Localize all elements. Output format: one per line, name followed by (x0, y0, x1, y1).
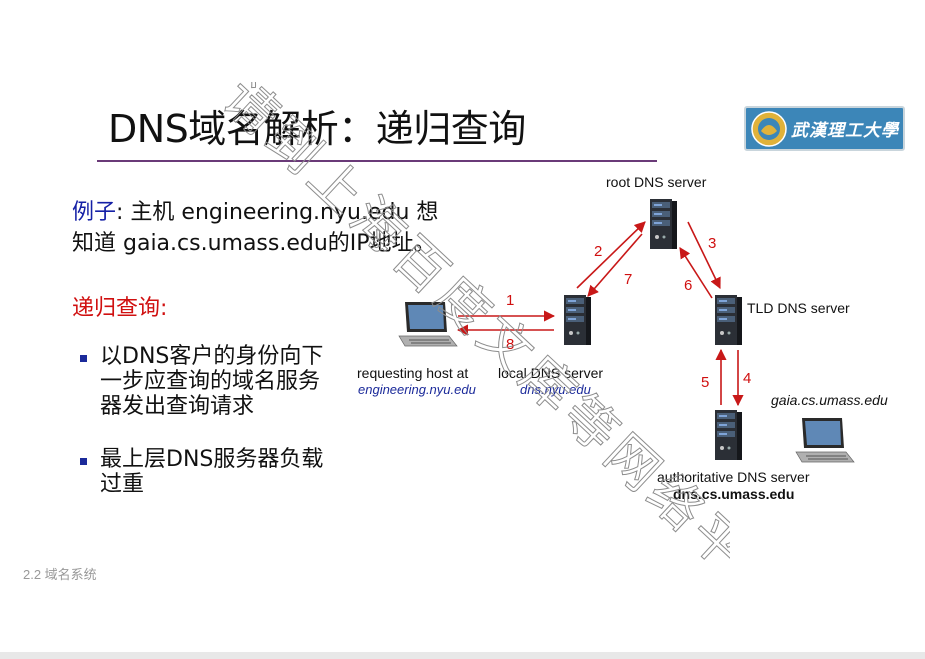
step-label-2: 2 (594, 243, 603, 260)
example-line-2: 知道 gaia.cs.umass.edu的IP地址。 (72, 231, 436, 256)
bullet-1-line-1: 以DNS客户的身份向下 (100, 344, 324, 369)
local-server-host: dns.nyu.edu (520, 382, 591, 397)
example-label: 例子 (72, 200, 117, 225)
server-icon (715, 410, 742, 460)
slide-title: DNS域名解析：递归查询 (108, 107, 526, 151)
step-label-1: 1 (506, 292, 515, 309)
emblem-icon (751, 110, 787, 147)
step-label-7: 7 (624, 271, 633, 288)
step-label-6: 6 (684, 277, 693, 294)
bullet-1-line-3: 器发出查询请求 (100, 394, 255, 419)
step-label-5: 5 (701, 374, 710, 391)
arrow-6 (679, 247, 713, 299)
requesting-host-label: requesting host at (357, 365, 469, 381)
laptop-icon (398, 301, 458, 347)
step-label-8: 8 (506, 336, 515, 353)
arrow-7 (587, 233, 643, 297)
laptop-icon (795, 417, 855, 463)
bullet-marker (80, 458, 87, 465)
requesting-host-name: engineering.nyu.edu (358, 382, 476, 397)
server-icon (715, 295, 742, 345)
arrow-3 (687, 221, 721, 290)
arrow-2 (576, 221, 646, 289)
bullet-2: 最上层DNS服务器负载 过重 (100, 447, 323, 497)
recursive-heading: 递归查询: (72, 296, 168, 321)
step-label-4: 4 (743, 370, 752, 387)
server-icon (564, 295, 591, 345)
bullet-1: 以DNS客户的身份向下 一步应查询的域名服务 器发出查询请求 (100, 344, 323, 419)
server-icon (650, 199, 677, 249)
local-server-label: local DNS server (498, 365, 604, 381)
university-logo: 武漢理工大學 (744, 106, 905, 151)
title-rule (97, 160, 657, 162)
example-line-1: 例子: 主机 engineering.nyu.edu 想 (72, 194, 438, 226)
step-label-3: 3 (708, 235, 717, 252)
tld-server-label: TLD DNS server (747, 300, 850, 316)
target-host-name: gaia.cs.umass.edu (771, 392, 888, 408)
bottom-band (0, 652, 925, 659)
bullet-marker (80, 355, 87, 362)
footer: 2.2 域名系统 (23, 567, 97, 582)
logo-text: 武漢理工大學 (791, 121, 899, 141)
bullet-1-line-2: 一步应查询的域名服务 (100, 369, 321, 394)
example-text: : 主机 engineering.nyu.edu 想 (116, 200, 439, 225)
root-server-label: root DNS server (606, 174, 707, 190)
auth-server-host: dns.cs.umass.edu (673, 486, 795, 502)
bullet-2-line-2: 过重 (100, 472, 145, 497)
auth-server-label: authoritative DNS server (657, 469, 810, 485)
bullet-2-line-1: 最上层DNS服务器负载 (100, 447, 324, 472)
